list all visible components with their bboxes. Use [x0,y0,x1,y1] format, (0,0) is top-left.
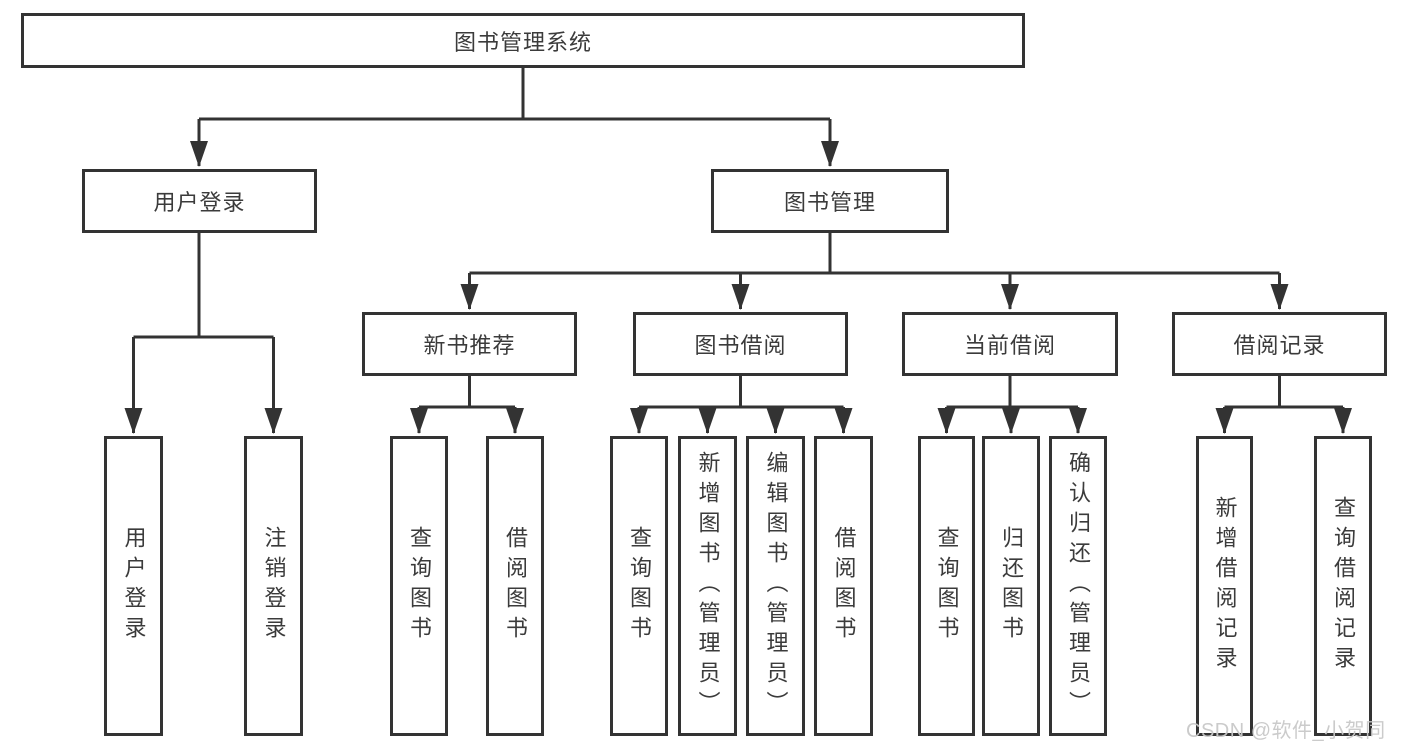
node-book-management: 图书管理 [711,169,949,233]
node-label: 用户登录 [121,526,147,646]
node-new-book-recommend: 新书推荐 [362,312,577,376]
leaf-query-books-current: 查询图书 [918,436,975,736]
node-label: 查询图书 [934,526,960,646]
leaf-confirm-return-admin: 确认归还（管理员） [1049,436,1107,736]
node-label: 新书推荐 [423,333,516,358]
node-label: 查询图书 [627,526,652,646]
leaf-query-borrow-record: 查询借阅记录 [1314,436,1372,736]
watermark: CSDN @软件_小贺同学 [1186,720,1386,742]
node-library-system: 图书管理系统 [21,13,1025,68]
leaf-return-book: 归还图书 [982,436,1040,736]
leaf-borrow-books-recommend: 借阅图书 [486,436,544,736]
node-label: 图书管理系统 [453,29,592,55]
leaf-user-login: 用户登录 [104,436,163,736]
node-label: 确认归还（管理员） [1066,451,1091,721]
node-label: 用户登录 [153,190,246,215]
node-label: 图书管理 [783,190,876,215]
leaf-query-books-recommend: 查询图书 [390,436,448,736]
node-label: 新增借阅记录 [1212,496,1238,676]
node-label: 当前借阅 [963,333,1056,358]
node-label: 编辑图书（管理员） [763,451,789,721]
node-label: 图书借阅 [694,333,787,358]
leaf-add-book-admin: 新增图书（管理员） [678,436,737,736]
node-label: 归还图书 [999,526,1024,646]
node-label: 查询图书 [407,526,432,646]
leaf-logout-login: 注销登录 [244,436,303,736]
node-label: 借阅图书 [503,526,528,646]
node-label: 新增图书（管理员） [695,451,721,721]
node-user-login: 用户登录 [82,169,317,233]
leaf-edit-book-admin: 编辑图书（管理员） [746,436,805,736]
node-borrowing-records: 借阅记录 [1172,312,1387,376]
leaf-query-books-borrowing: 查询图书 [610,436,668,736]
node-book-borrowing: 图书借阅 [633,312,848,376]
node-label: 借阅图书 [831,526,857,646]
node-label: 查询借阅记录 [1331,496,1356,676]
leaf-borrow-books-borrowing: 借阅图书 [814,436,873,736]
node-label: 借阅记录 [1233,333,1326,358]
node-label: 注销登录 [261,526,287,646]
node-current-borrowing: 当前借阅 [902,312,1118,376]
leaf-add-borrow-record: 新增借阅记录 [1196,436,1253,736]
